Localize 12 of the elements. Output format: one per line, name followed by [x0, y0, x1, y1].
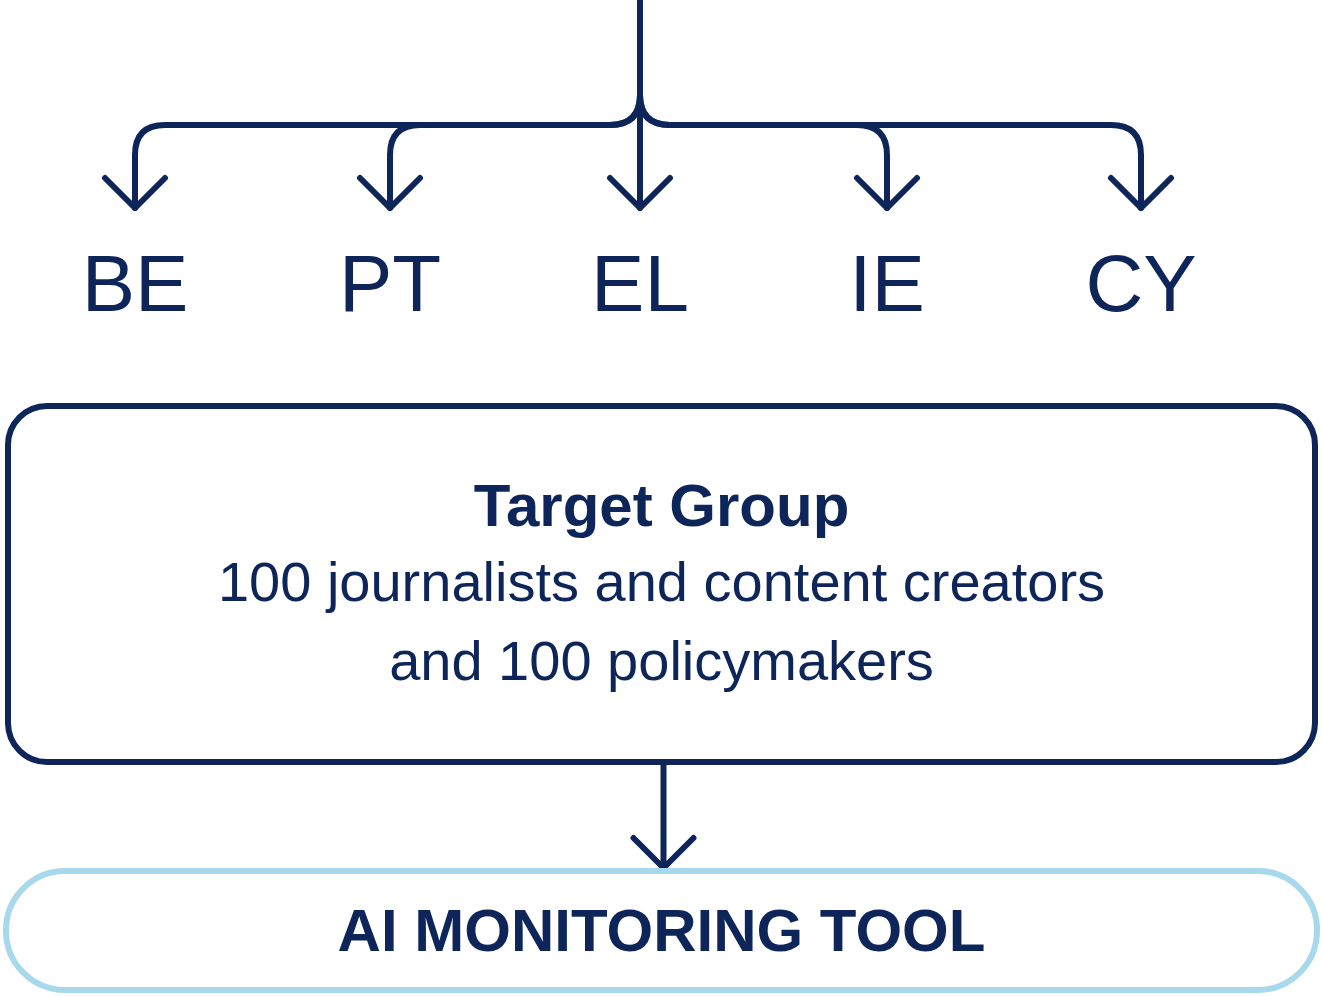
box-text: 100 journalists and content creators and 100 policymakers: [216, 549, 1107, 694]
country-code: CY: [1085, 208, 1197, 324]
arrow: [637, 0, 1174, 211]
country-code: PT: [338, 208, 442, 324]
country-code: BE: [81, 208, 189, 324]
box-title: AI MONITORING TOOL: [337, 896, 986, 966]
box-title: Target Group: [473, 471, 850, 542]
rounded-box: [3, 868, 1320, 993]
rounded-box: [5, 403, 1318, 765]
arrow: [630, 762, 697, 871]
country-code: IE: [849, 208, 925, 324]
country-code: EL: [591, 208, 689, 324]
